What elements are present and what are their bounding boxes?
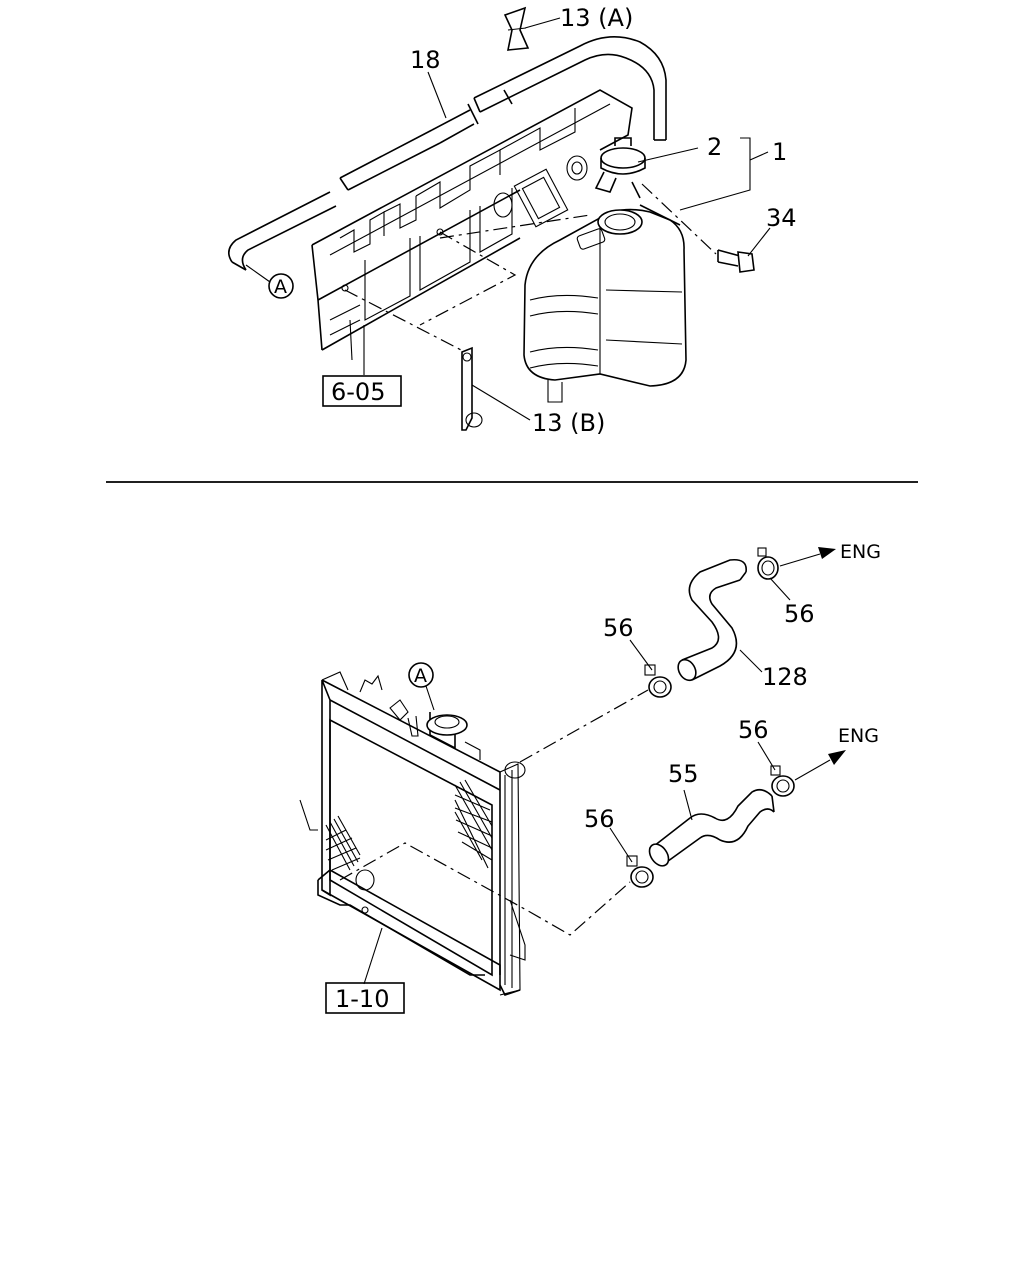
- leader-128: [739, 649, 763, 673]
- reservoir-tank: [523, 204, 687, 403]
- lower-radiator-hose: [648, 788, 775, 867]
- leader-56-lower-eng: [757, 741, 776, 771]
- leader-13b: [471, 384, 531, 421]
- upper-radiator-hose: [677, 558, 747, 682]
- marker-a-top: A: [274, 276, 287, 298]
- leader-1: [749, 151, 769, 161]
- radiator-core-mesh-right: [454, 779, 493, 869]
- label-clip-13a: 13 (A): [560, 4, 633, 32]
- label-clip-13b: 13 (B): [532, 409, 605, 437]
- leader-a-bottom: [425, 685, 435, 711]
- label-hose-55: 55: [668, 760, 699, 788]
- radiator-core-mesh-left: [325, 815, 361, 871]
- ref-6-05: 6-05: [331, 378, 385, 406]
- bottom-assembly-group: ENG 56 56 128 A ENG 56 55 56 1-10: [299, 541, 881, 1014]
- overflow-hose: [228, 36, 667, 271]
- arrow-upper-head: [818, 547, 836, 559]
- label-clamp-56-upper-rad: 56: [603, 614, 634, 642]
- leader-18: [427, 71, 447, 119]
- ref-box-605: [322, 375, 402, 407]
- leader-2: [637, 147, 699, 163]
- ref-box-110: [325, 982, 405, 1014]
- leader-110: [363, 927, 383, 985]
- label-clamp-56-upper-eng: 56: [784, 600, 815, 628]
- bolt-guide-line: [641, 183, 717, 255]
- reservoir-cap: [594, 137, 646, 199]
- lower-hose-guide-line: [339, 842, 631, 936]
- clamp-lower-radiator: [626, 855, 654, 888]
- clamp-upper-radiator: [644, 664, 672, 698]
- label-hose-18: 18: [410, 46, 441, 74]
- marker-a-circle-top: [268, 273, 294, 299]
- label-cap-2: 2: [707, 133, 722, 161]
- clamp-upper-engine: [757, 547, 779, 580]
- leader-13a: [524, 17, 561, 29]
- bracket-1: [679, 137, 751, 211]
- label-eng-upper: ENG: [840, 541, 881, 563]
- label-hose-128: 128: [762, 663, 808, 691]
- leader-a-top: [245, 264, 271, 283]
- label-assembly-1: 1: [772, 138, 787, 166]
- mounting-bolt: [717, 249, 755, 273]
- leader-56-lower-rad: [609, 827, 633, 863]
- tank-guide-line: [439, 214, 591, 239]
- upper-hose-guide-line: [519, 689, 649, 763]
- leader-56-upper-eng: [769, 577, 791, 601]
- label-clamp-56-lower-rad: 56: [584, 805, 615, 833]
- tank-guide-line-2: [419, 231, 517, 326]
- top-assembly-group: 13 (A) 18 2 1 34 A 6-05 13 (B): [228, 4, 797, 437]
- leader-34: [747, 227, 771, 257]
- arrow-lower-head: [828, 750, 846, 765]
- arrow-upper-shaft: [779, 553, 821, 567]
- leader-56-upper-rad: [629, 639, 653, 671]
- hose-clip-a: [503, 6, 530, 51]
- frame-rail: [311, 89, 633, 361]
- marker-a-circle-bottom: [408, 662, 434, 688]
- clamp-lower-engine: [770, 765, 795, 797]
- marker-a-bottom: A: [414, 665, 427, 687]
- leader-55: [683, 789, 693, 821]
- label-eng-lower: ENG: [838, 725, 879, 747]
- ref-1-10: 1-10: [335, 985, 389, 1013]
- arrow-lower-shaft: [794, 759, 831, 781]
- radiator: [299, 671, 526, 996]
- hose-clip-b: [461, 346, 483, 431]
- label-clamp-56-lower-eng: 56: [738, 716, 769, 744]
- clip-guide-line: [344, 289, 466, 353]
- label-bolt-34: 34: [766, 204, 797, 232]
